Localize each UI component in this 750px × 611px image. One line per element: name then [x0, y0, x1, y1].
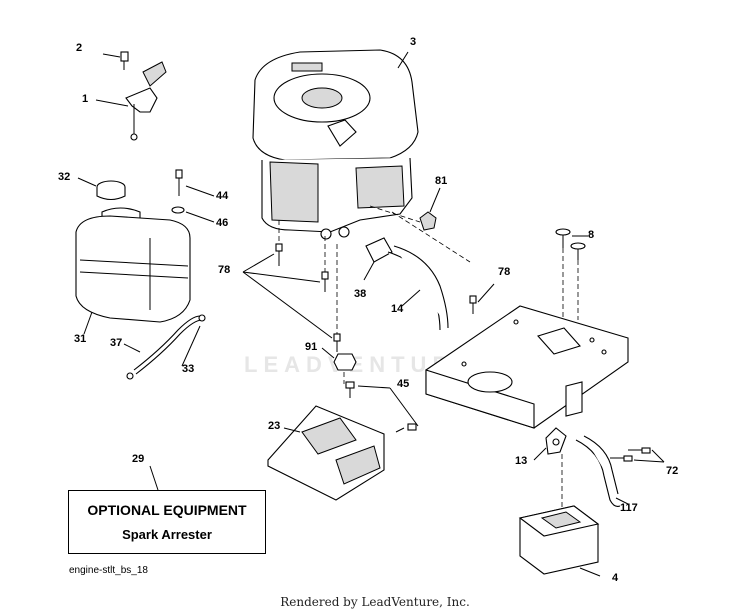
optional-equipment-box: OPTIONAL EQUIPMENT Spark Arrester [68, 490, 266, 554]
fuel-tank-drawing [75, 177, 191, 335]
muffler-drawing [518, 427, 665, 577]
spark-arrester-label: Spark Arrester [122, 527, 212, 542]
callout-3[interactable]: 3 [410, 36, 417, 48]
callout-78-right[interactable]: 78 [498, 266, 511, 278]
callout-14[interactable]: 14 [391, 303, 404, 315]
callout-81[interactable]: 81 [435, 175, 448, 187]
credit-line: Rendered by LeadVenture, Inc. [280, 595, 470, 609]
callout-117[interactable]: 117 [620, 502, 638, 514]
callout-1[interactable]: 1 [82, 93, 89, 105]
frame-screws-drawing [555, 228, 588, 330]
callout-44[interactable]: 44 [216, 190, 229, 202]
callout-33[interactable]: 33 [182, 363, 195, 375]
optional-equipment-title: OPTIONAL EQUIPMENT [87, 502, 247, 518]
callout-13[interactable]: 13 [515, 455, 528, 467]
callout-4[interactable]: 4 [612, 572, 619, 584]
callout-29[interactable]: 29 [132, 453, 145, 465]
callout-91[interactable]: 91 [305, 341, 318, 353]
callout-37[interactable]: 37 [110, 337, 123, 349]
tank-screw-drawing [171, 169, 215, 223]
engine-bolts-drawing [242, 220, 495, 371]
throttle-control-drawing [95, 51, 167, 141]
callout-32[interactable]: 32 [58, 171, 71, 183]
callout-8[interactable]: 8 [588, 229, 595, 241]
breather-hose-drawing [363, 211, 471, 331]
leader-29 [149, 465, 159, 491]
engine-drawing [252, 49, 419, 240]
callout-72[interactable]: 72 [666, 465, 679, 477]
diagram-id: engine-stlt_bs_18 [69, 565, 148, 576]
callout-31[interactable]: 31 [74, 333, 87, 345]
callout-23[interactable]: 23 [268, 420, 281, 432]
heat-shield-drawing [267, 372, 419, 501]
callout-38[interactable]: 38 [354, 288, 367, 300]
callout-2[interactable]: 2 [76, 42, 83, 54]
frame-plate-drawing [425, 305, 629, 429]
callout-45[interactable]: 45 [397, 378, 410, 390]
callout-46[interactable]: 46 [216, 217, 229, 229]
callout-78-left[interactable]: 78 [218, 264, 231, 276]
fuel-line-drawing [123, 314, 206, 380]
